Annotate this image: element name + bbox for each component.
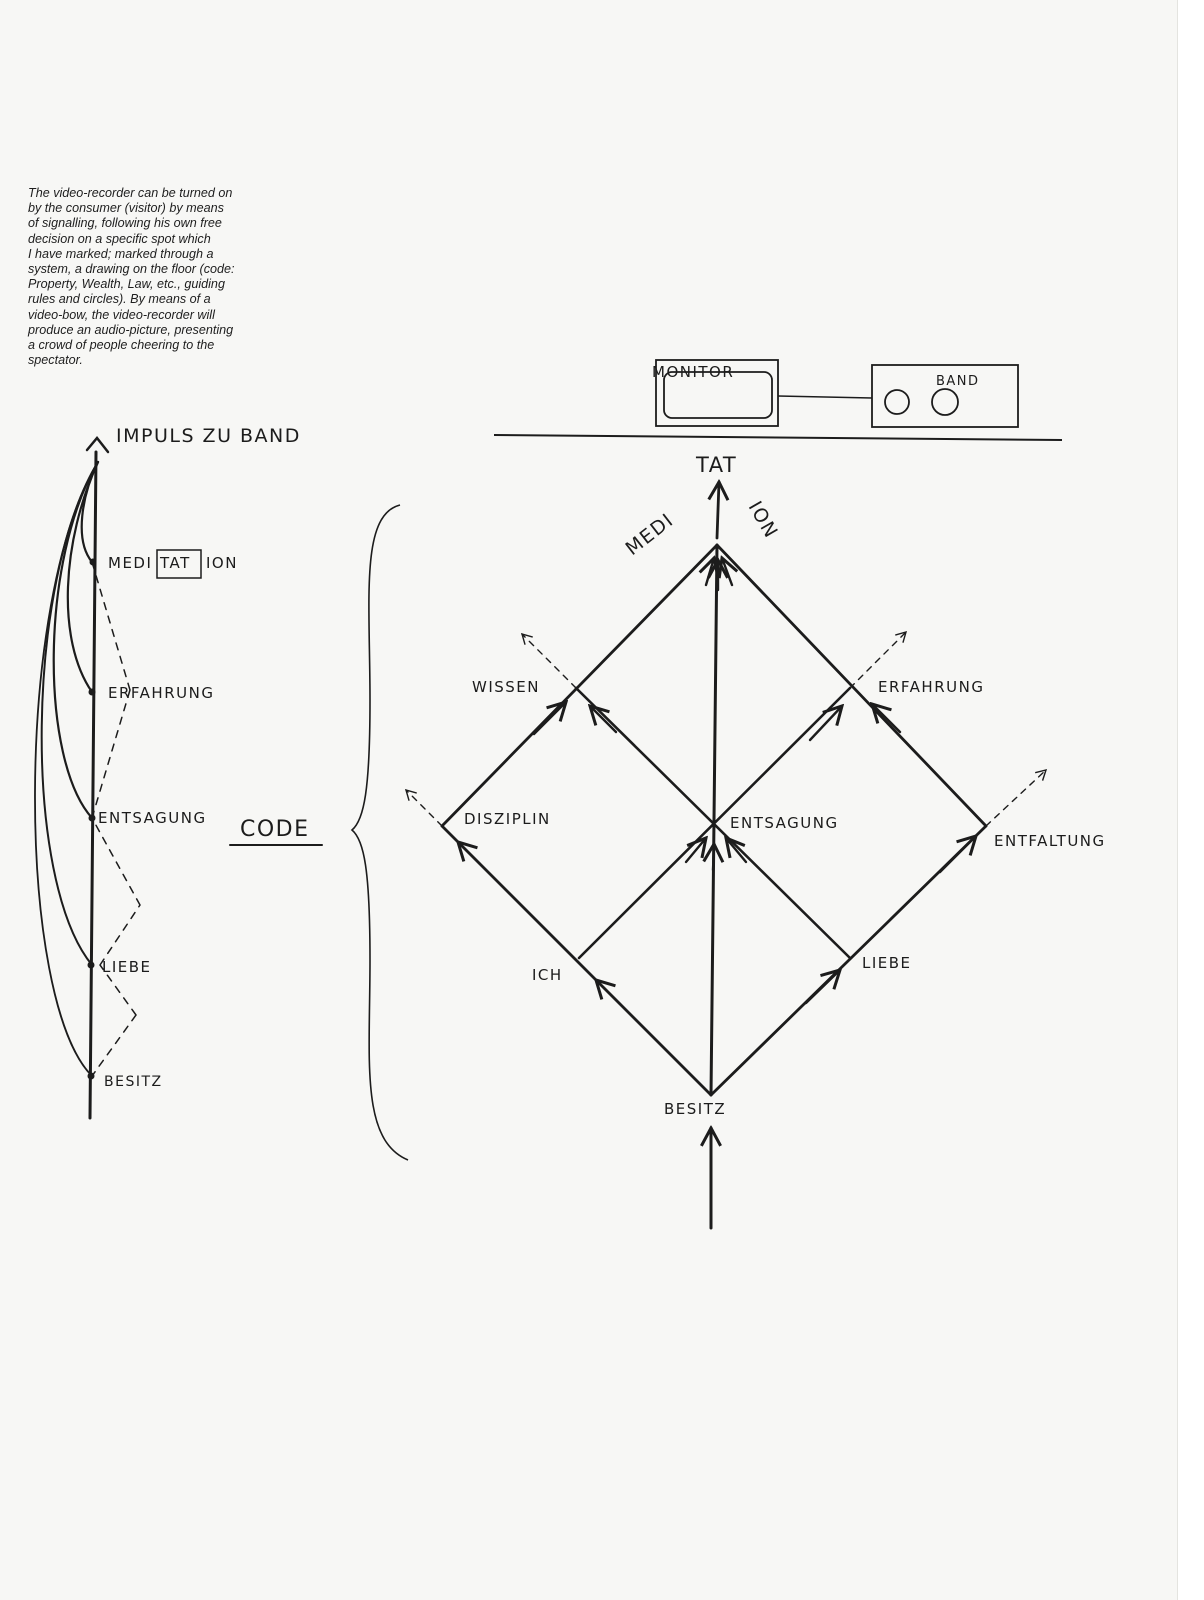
edge-wissen-liebe (574, 686, 852, 960)
floor-line (493, 434, 1063, 441)
caption-line: by the consumer (visitor) by means (28, 201, 224, 216)
dashed-escape-arrow (849, 630, 908, 689)
meditation-prefix: MEDI (108, 554, 152, 572)
dashed-escape-arrow (520, 632, 577, 689)
label-erfahrung: ERFAHRUNG (878, 678, 984, 696)
tat-box (156, 549, 202, 579)
impulse-curve (40, 461, 99, 966)
impulse-curve (34, 461, 99, 1077)
monitor-label: MONITOR (652, 363, 734, 381)
tape-reel-icon (884, 389, 910, 415)
station-label-erfahrung: ERFAHRUNG (108, 684, 214, 702)
caption-line: The video-recorder can be turned on (28, 186, 233, 200)
dashed-escape-arrow (404, 788, 443, 827)
caption-line: Property, Wealth, Law, etc., guiding (28, 277, 225, 292)
central-axis (709, 543, 719, 1097)
direction-arrow (938, 836, 976, 874)
direction-arrow (726, 838, 748, 864)
caption-line: rules and circles). By means of a (28, 292, 211, 307)
label-entfaltung: ENTFALTUNG (994, 832, 1106, 850)
direction-arrow (458, 842, 482, 866)
caption-line: I have marked; marked through a (28, 246, 214, 261)
impulse-curve (66, 460, 100, 694)
code-label: CODE (240, 817, 310, 842)
curly-brace (350, 504, 409, 1161)
caption-line: spectator. (28, 353, 83, 368)
label-entsagung: ENTSAGUNG (730, 814, 839, 832)
station-dot (88, 688, 96, 696)
direction-arrow (532, 702, 566, 736)
direction-arrow (713, 844, 714, 872)
equipment (493, 359, 1063, 441)
main-vertical-line (88, 450, 98, 1120)
band-label: BAND (936, 374, 980, 389)
caption-line: of signalling, following his own free (28, 216, 222, 231)
direction-arrow (808, 706, 842, 742)
label-ich: ICH (532, 966, 563, 984)
edge-entfaltung-top (715, 543, 988, 828)
label-liebe: LIEBE (862, 954, 912, 972)
label-medi: MEDI (622, 509, 679, 560)
caption-line: video-bow, the video-recorder will (28, 307, 215, 322)
monitor-cable (777, 395, 873, 399)
left-diagram (34, 436, 323, 1120)
station-dot (88, 814, 96, 822)
impulse-curve (52, 460, 100, 820)
label-ion: ION (744, 498, 783, 543)
diamond-diagram (404, 482, 1048, 1230)
station-dot (87, 1072, 95, 1080)
direction-arrow (596, 980, 622, 1006)
caption-line: decision on a specific spot which (28, 231, 211, 246)
meditation-suffix: ION (206, 554, 238, 572)
caption-line: a crowd of people cheering to the (28, 338, 215, 353)
impulse-arrow-head (85, 436, 110, 454)
direction-arrow (706, 558, 714, 587)
paper-edge (1177, 0, 1204, 1600)
station-dot (89, 558, 97, 566)
band-recorder (871, 364, 1019, 428)
label-tat: TAT (695, 453, 737, 477)
label-besitz: BESITZ (664, 1100, 726, 1118)
monitor-outer (655, 359, 779, 427)
direction-arrow (722, 558, 732, 587)
monitor-screen (663, 371, 773, 419)
direction-arrow (804, 970, 840, 1005)
label-disziplin: DISZIPLIN (464, 810, 551, 828)
edge-disziplin-top (440, 543, 719, 828)
caption-text: The video-recorder can be turned on by t… (28, 186, 296, 368)
tape-reel-icon (931, 388, 959, 416)
impulse-label: IMPULS ZU BAND (116, 425, 301, 447)
station-label-besitz: BESITZ (104, 1074, 163, 1090)
station-label-liebe: LIEBE (102, 958, 152, 976)
station-label-entsagung: ENTSAGUNG (98, 809, 207, 827)
direction-arrow (872, 704, 902, 734)
edge-besitz-disziplin (440, 824, 713, 1097)
dashed-zigzag (91, 561, 141, 1077)
label-wissen: WISSEN (472, 678, 540, 696)
caption-line: produce an audio-picture, presenting (28, 322, 234, 337)
tat-arrow (717, 482, 719, 540)
station-dot (87, 961, 95, 969)
meditation-boxed: TAT (159, 554, 191, 572)
caption-line: system, a drawing on the floor (code: (28, 262, 235, 277)
direction-arrow (590, 706, 618, 734)
dashed-escape-arrow (985, 769, 1048, 827)
